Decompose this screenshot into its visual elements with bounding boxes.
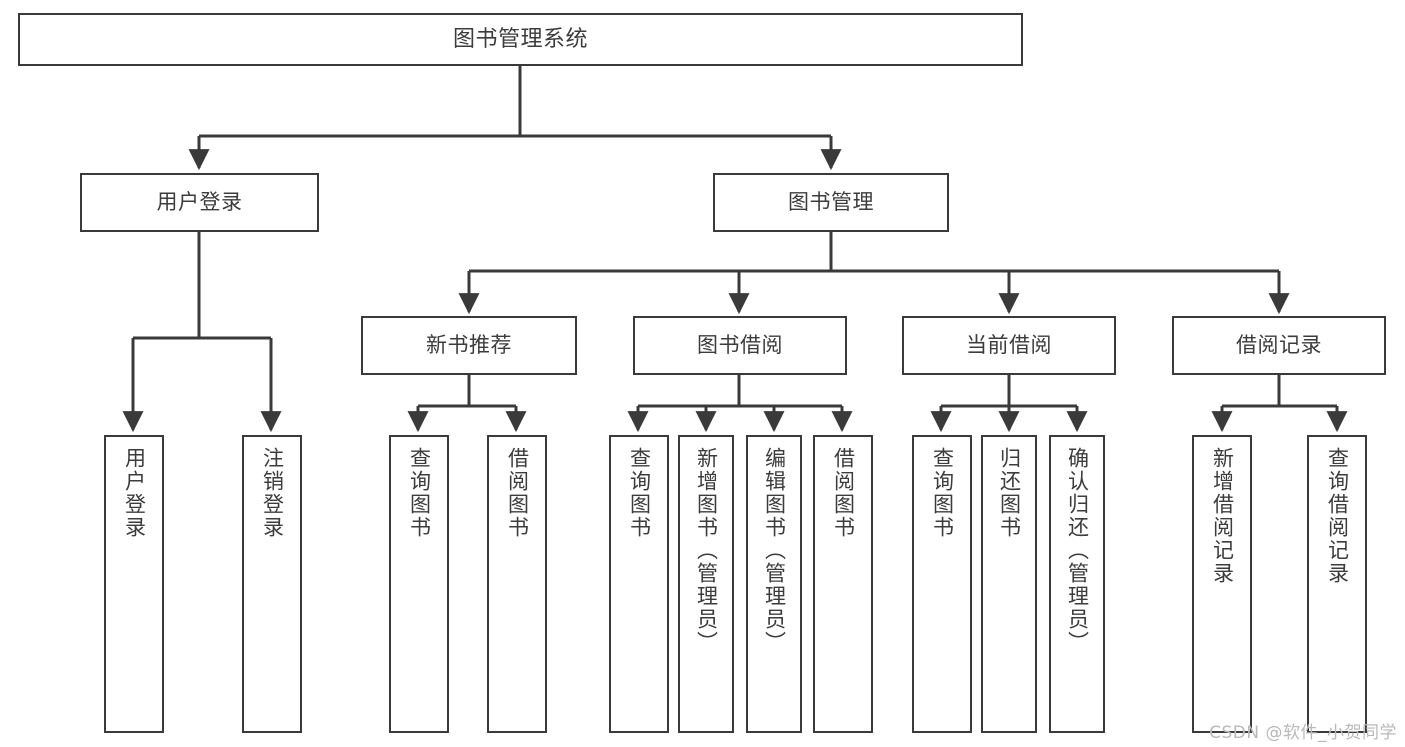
leaf-borrow-books[interactable]: 借阅图书 — [813, 435, 873, 733]
leaf-query-books-current[interactable]: 查询图书 — [912, 435, 972, 733]
node-label: 新书推荐 — [426, 333, 512, 358]
node-user-login[interactable]: 用户登录 — [80, 173, 319, 232]
leaf-edit-book-admin[interactable]: 编辑图书（管理员） — [746, 435, 802, 733]
node-label: 注销登录 — [260, 447, 285, 539]
node-new-book-recommendation[interactable]: 新书推荐 — [361, 316, 577, 375]
node-root-book-management-system[interactable]: 图书管理系统 — [18, 13, 1023, 66]
node-label: 确认归还（管理员） — [1065, 447, 1090, 654]
leaf-add-borrow-record[interactable]: 新增借阅记录 — [1192, 435, 1252, 733]
leaf-user-login[interactable]: 用户登录 — [104, 435, 164, 733]
leaf-add-book-admin[interactable]: 新增图书（管理员） — [678, 435, 734, 733]
node-label: 查询借阅记录 — [1325, 447, 1350, 585]
watermark: CSDN @软件_小贺同学 — [1209, 723, 1397, 743]
leaf-query-books-recommend[interactable]: 查询图书 — [389, 435, 449, 733]
node-label: 用户登录 — [156, 190, 243, 215]
node-label: 归还图书 — [997, 447, 1022, 539]
leaf-borrow-books-recommend[interactable]: 借阅图书 — [487, 435, 547, 733]
node-label: 查询图书 — [627, 447, 652, 539]
leaf-query-books-borrow[interactable]: 查询图书 — [609, 435, 669, 733]
node-label: 图书管理 — [788, 190, 874, 215]
leaf-query-borrow-record[interactable]: 查询借阅记录 — [1307, 435, 1367, 733]
node-label: 新增图书（管理员） — [694, 447, 719, 654]
node-label: 编辑图书（管理员） — [762, 447, 787, 654]
leaf-confirm-return-admin[interactable]: 确认归还（管理员） — [1049, 435, 1105, 733]
leaf-return-books[interactable]: 归还图书 — [981, 435, 1037, 733]
node-label: 图书管理系统 — [452, 26, 588, 52]
node-label: 查询图书 — [930, 447, 955, 539]
node-label: 借阅图书 — [505, 447, 530, 539]
node-label: 用户登录 — [122, 447, 147, 539]
node-label: 新增借阅记录 — [1210, 447, 1235, 585]
node-label: 图书借阅 — [697, 333, 783, 358]
node-book-borrowing[interactable]: 图书借阅 — [633, 316, 847, 375]
node-label: 查询图书 — [407, 447, 432, 539]
leaf-logout[interactable]: 注销登录 — [242, 435, 302, 733]
node-label: 借阅记录 — [1236, 333, 1322, 358]
node-current-borrowing[interactable]: 当前借阅 — [902, 316, 1116, 375]
node-borrowing-records[interactable]: 借阅记录 — [1172, 316, 1386, 375]
node-book-management[interactable]: 图书管理 — [713, 173, 949, 232]
node-label: 借阅图书 — [831, 447, 856, 539]
node-label: 当前借阅 — [966, 333, 1052, 358]
